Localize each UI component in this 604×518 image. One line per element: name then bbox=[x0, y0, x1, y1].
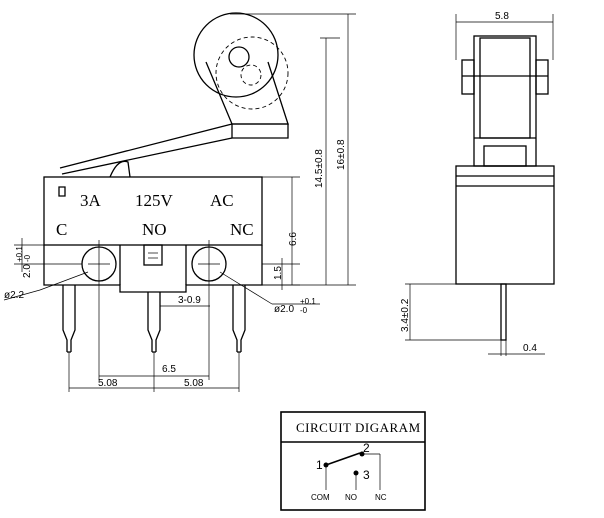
dim-pin-thickness: 0.4 bbox=[523, 343, 537, 354]
terminal-no-label: NO bbox=[142, 220, 167, 239]
pin-nc bbox=[232, 285, 246, 353]
dim-height-total: 16±0.8 bbox=[336, 139, 347, 170]
terminal-nc-label: NC bbox=[230, 220, 254, 239]
dim-pitch-left: 5.08 bbox=[98, 378, 118, 389]
dim-side-width: 5.8 bbox=[495, 11, 509, 22]
circuit-box bbox=[280, 411, 426, 511]
roller-circle bbox=[193, 12, 279, 98]
lever-head bbox=[231, 123, 289, 139]
roller-bracket bbox=[205, 61, 289, 125]
nc-label: NC bbox=[375, 493, 387, 502]
dim-edge-tol: +0.1 bbox=[15, 246, 24, 262]
dim-body-height: 6.6 bbox=[288, 232, 299, 246]
dim-pitch-right: 5.08 bbox=[184, 378, 204, 389]
circuit-diagram: CIRCUIT DIGARAM 1 2 3 COM NO NC bbox=[280, 411, 426, 511]
pin-no bbox=[147, 292, 161, 353]
roller-axle-lower bbox=[240, 64, 262, 86]
pin-3-label: 3 bbox=[363, 468, 370, 482]
no-label: NO bbox=[345, 493, 357, 502]
side-body bbox=[455, 165, 555, 285]
side-view: 5.8 3.4±0.2 0.4 bbox=[400, 11, 555, 356]
com-label: COM bbox=[311, 493, 330, 502]
base-divider bbox=[119, 245, 187, 285]
actuator-button bbox=[109, 160, 131, 178]
pin-2-label: 2 bbox=[363, 441, 370, 455]
dim-pin-width: 3-0.9 bbox=[178, 295, 201, 306]
no-terminal-slot bbox=[143, 244, 163, 266]
switch-base bbox=[43, 245, 263, 293]
side-neck bbox=[483, 145, 527, 167]
lever-arm bbox=[59, 123, 233, 175]
dim-hole-right-tol2: -0 bbox=[300, 306, 308, 315]
contact-arm bbox=[325, 452, 361, 466]
side-roller bbox=[479, 37, 531, 139]
front-view: 3A 125V AC C NO NC 6.6 14.5±0.8 bbox=[3, 12, 356, 392]
rating-current: 3A bbox=[80, 191, 102, 210]
dim-edge-tol2: -0 bbox=[23, 254, 32, 262]
rating-type: AC bbox=[210, 191, 234, 210]
dim-pin-length: 3.4±0.2 bbox=[400, 298, 411, 332]
dim-pitch-total: 6.5 bbox=[162, 364, 176, 375]
body-marker bbox=[58, 186, 66, 197]
dim-hole-right: ø2.0 bbox=[274, 304, 294, 315]
pin-com bbox=[62, 285, 76, 353]
side-pin bbox=[500, 283, 507, 341]
side-axle-left bbox=[461, 59, 475, 95]
dim-edge: 2.0 bbox=[22, 264, 33, 278]
pin-1-label: 1 bbox=[316, 458, 323, 472]
dim-height-lever: 14.5±0.8 bbox=[314, 149, 325, 188]
side-axle-right bbox=[535, 59, 549, 95]
dim-hole-left: ø2.2 bbox=[4, 290, 24, 301]
dim-pin-offset: 1.5 bbox=[273, 266, 284, 280]
terminal-c-label: C bbox=[56, 220, 67, 239]
roller-axle-upper bbox=[228, 46, 250, 68]
circuit-title: CIRCUIT DIGARAM bbox=[296, 420, 421, 435]
rating-voltage: 125V bbox=[135, 191, 174, 210]
dim-hole-right-tol: +0.1 bbox=[300, 297, 316, 306]
roller-dashed bbox=[215, 36, 289, 110]
